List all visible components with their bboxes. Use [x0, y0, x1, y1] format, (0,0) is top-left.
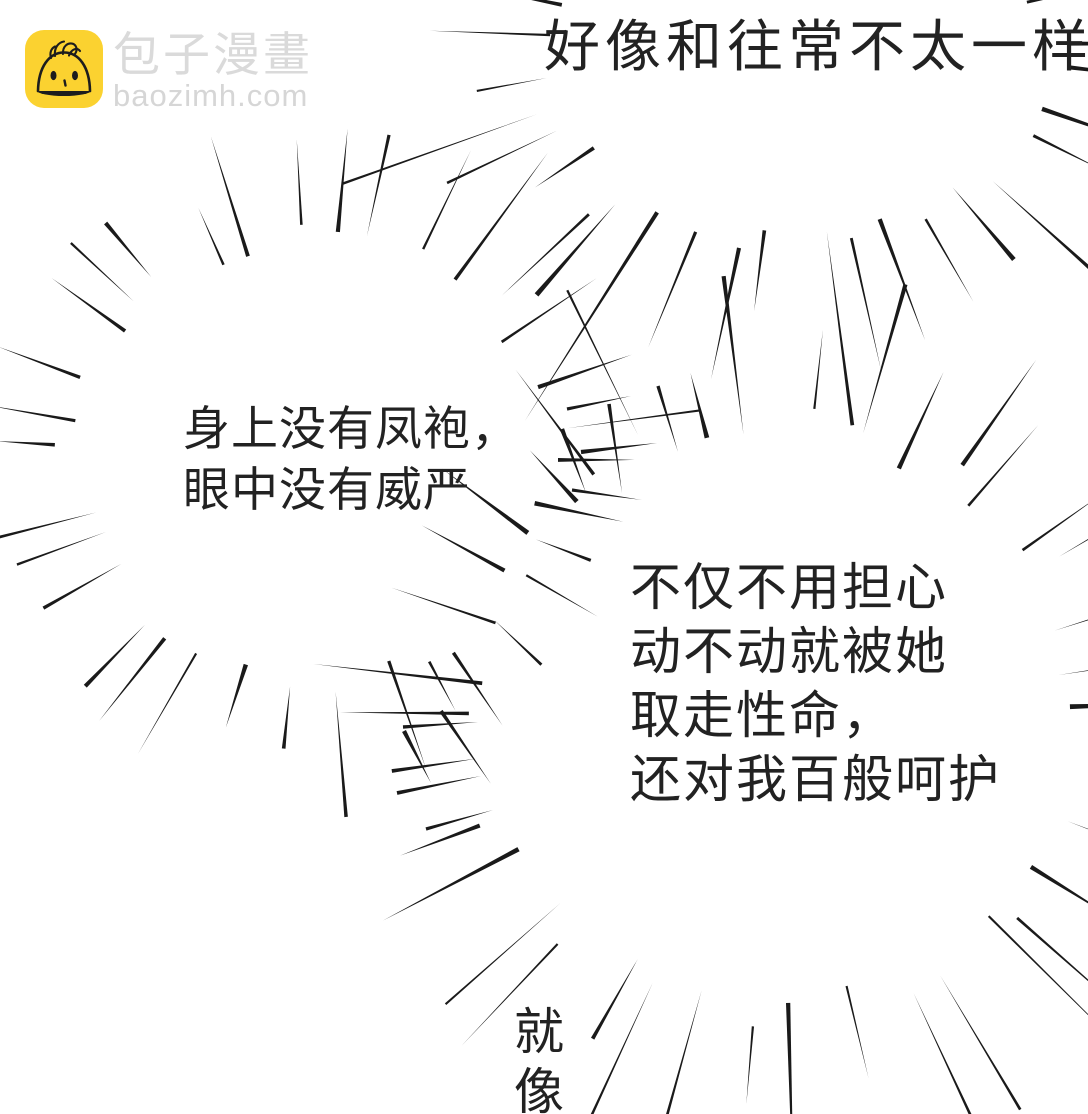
logo-text-block: 包子漫畫 baozimh.com [113, 28, 313, 113]
baozi-logo-icon [25, 30, 103, 108]
dialogue-line: 取走性命， [630, 687, 896, 744]
bun-pleats [49, 40, 82, 60]
bun-right-eye [72, 70, 78, 81]
burst-left-ring [0, 128, 700, 818]
dialogue-right: 不仅不用担心 动不动就被她 取走性命， 还对我百般呵护 [630, 556, 1001, 812]
dialogue-line: 动不动就被她 [630, 623, 949, 680]
dialogue-line: 身上没有凤袍， [183, 402, 519, 455]
dialogue-top: 好像和往常不太一样 [544, 16, 1088, 78]
logo-site-domain: baozimh.com [113, 78, 309, 113]
logo-site-name: 包子漫畫 [113, 28, 313, 81]
scribble-upper [559, 385, 678, 500]
dialogue-left: 身上没有凤袍， 眼中没有威严 [183, 398, 519, 520]
scribble-lower [396, 709, 493, 831]
dialogue-line: 不仅不用担心 [630, 559, 949, 616]
site-logo-watermark: 包子漫畫 baozimh.com [25, 30, 313, 111]
dialogue-line: 还对我百般呵护 [630, 751, 1002, 808]
bun-mouth [63, 79, 67, 87]
burst-bottom-ring [313, 275, 1088, 1114]
dialogue-line: 就 [514, 1004, 564, 1060]
bun-left-eye [50, 70, 57, 81]
dialogue-line: 好像和往常不太一样 [544, 15, 1088, 78]
burst-top-burst [341, 0, 1088, 426]
dialogue-bottom: 就 像 [508, 1002, 570, 1114]
dialogue-line: 像 [514, 1064, 564, 1114]
dialogue-line: 眼中没有威严 [183, 463, 471, 516]
